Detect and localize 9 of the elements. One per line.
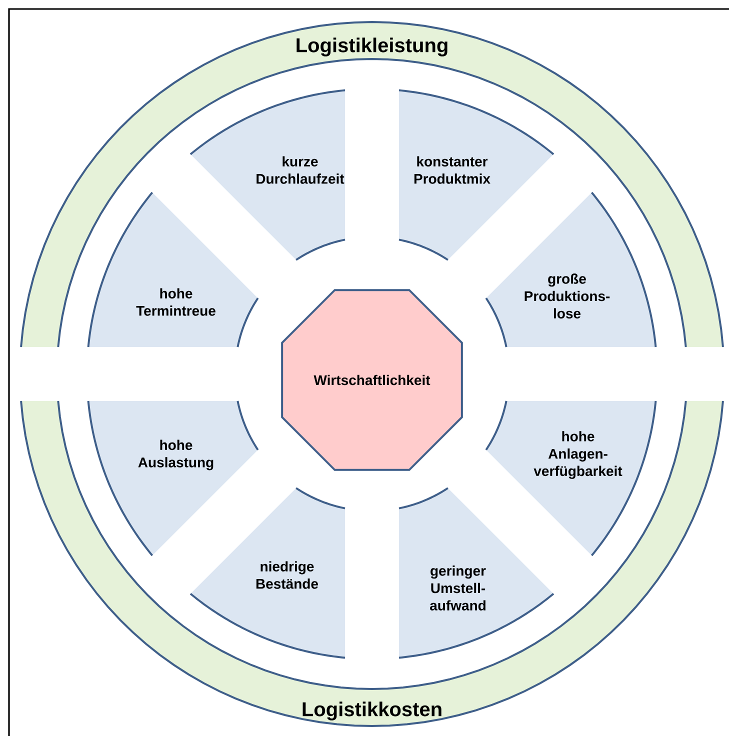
ring-segment: hohe Anlagen-verfügbarkeit xyxy=(485,400,657,556)
ring-segment: hohe Termintreue xyxy=(87,192,259,348)
ring-segment: konstanter Produktmix xyxy=(398,89,554,261)
ring-segment: geringer Umstell-aufwand xyxy=(398,487,554,659)
ring-segment: große Produktions-lose xyxy=(485,192,657,348)
ring-segment: niedrige Bestände xyxy=(190,487,346,659)
octagon: Wirtschaftlichkeit xyxy=(281,289,463,471)
ring-segment: hohe Auslastung xyxy=(87,400,259,556)
ring-segment: kurze Durchlaufzeit xyxy=(190,89,346,261)
